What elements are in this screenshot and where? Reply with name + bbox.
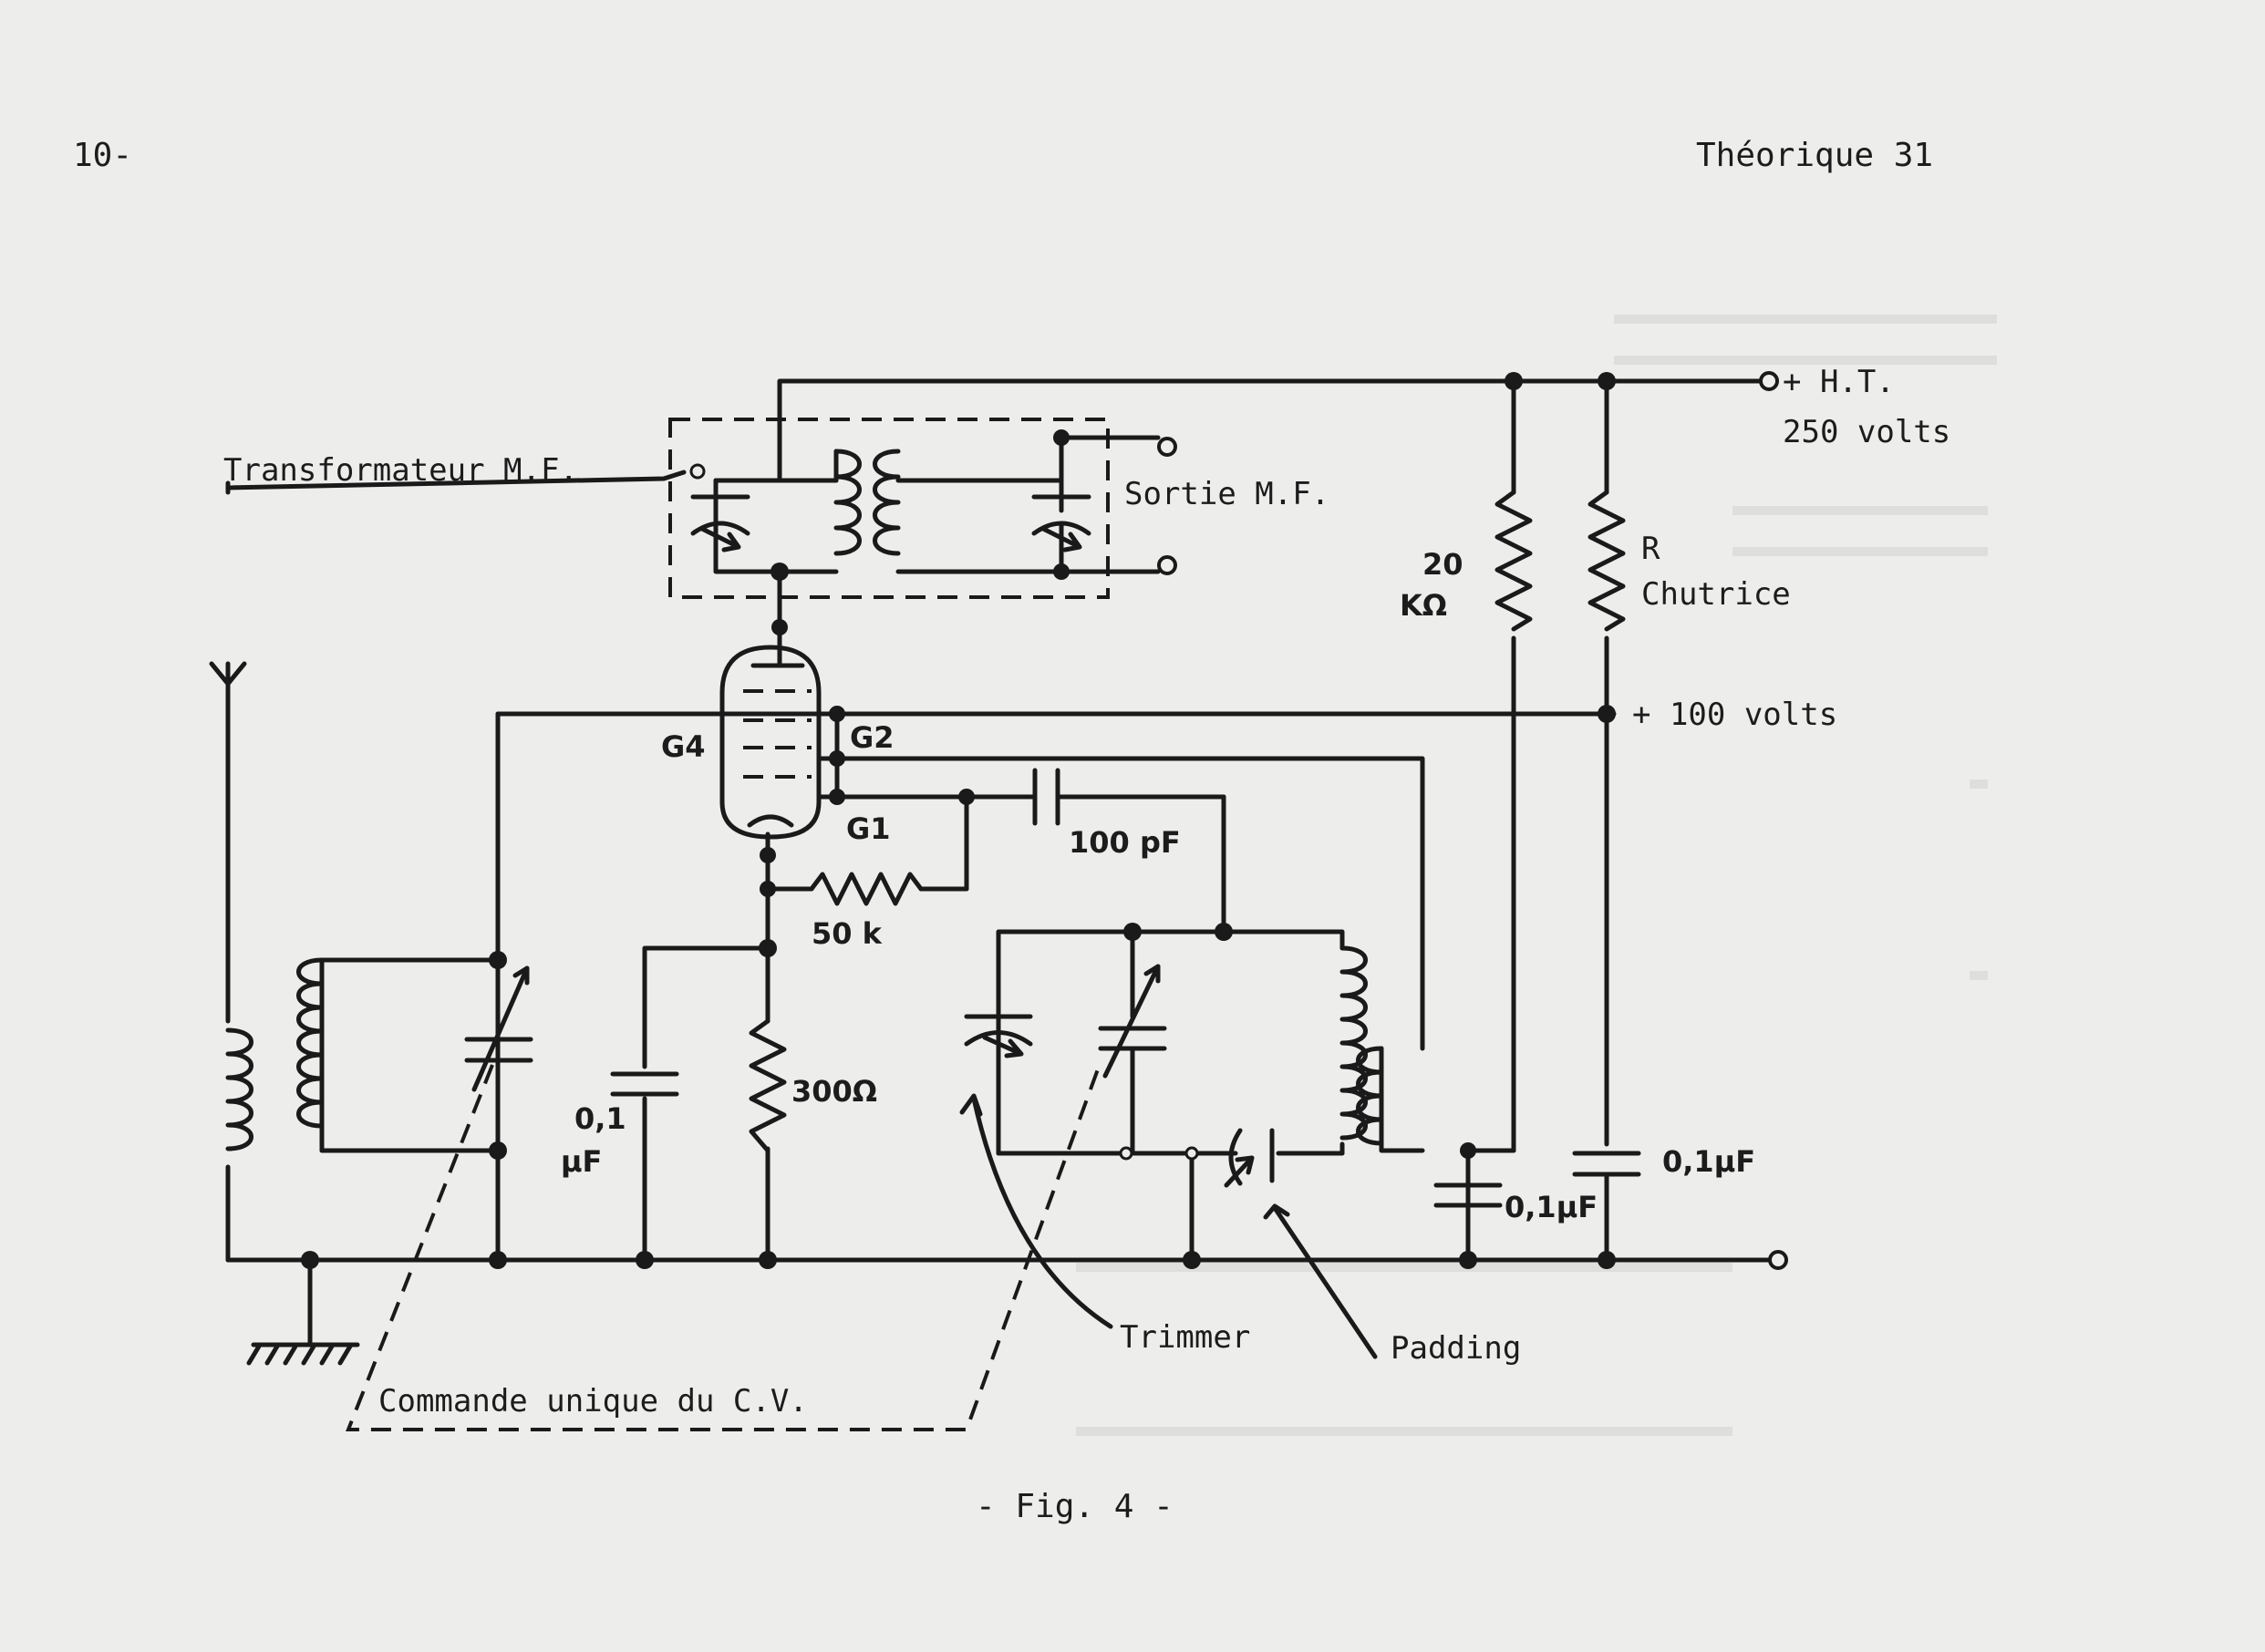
capacitor-decoupling-right — [1572, 1151, 1641, 1263]
dropping-resistor-label: R — [1641, 531, 1660, 567]
capacitor-decoupling-mid — [1433, 1148, 1503, 1263]
page-number: 10- — [73, 137, 133, 174]
section-header: Théorique 31 — [1696, 137, 1934, 174]
ht-label: + H.T. — [1783, 364, 1895, 400]
ht-volts-label: 250 volts — [1783, 414, 1950, 450]
res-50k-label: 50 k — [812, 916, 883, 951]
tuning-capacitor-input — [464, 965, 533, 1092]
g2-label: G2 — [850, 720, 895, 755]
res-20k-value: 20 — [1422, 547, 1463, 582]
reaction-coil — [1356, 1046, 1384, 1146]
padding-capacitor — [1224, 1128, 1275, 1188]
ground-terminal — [1768, 1250, 1788, 1270]
cap-mid-label: 0,1μF — [1505, 1190, 1598, 1224]
cap-right-label: 0,1μF — [1662, 1144, 1755, 1179]
labels: Transformateur M.F. Sortie M.F. + H.T. 2… — [223, 364, 1950, 1420]
cap-100pf-label: 100 pF — [1069, 825, 1181, 860]
gang-link — [346, 1064, 1101, 1431]
figure-caption: - Fig. 4 - — [976, 1488, 1174, 1525]
input-coil — [296, 957, 325, 1130]
res-300-label: 300Ω — [791, 1074, 877, 1109]
if-secondary-coil — [873, 449, 901, 556]
if-transformer-label: Transformateur M.F. — [223, 452, 578, 489]
ground-icon — [246, 1342, 360, 1366]
junction-open-1 — [1119, 1146, 1133, 1161]
if-transformer-can — [668, 418, 1110, 599]
cap-bypass-unit: μF — [561, 1144, 602, 1179]
g1-label: G1 — [846, 811, 891, 846]
dropping-resistor-name: Chutrice — [1641, 576, 1791, 613]
trimmer-label: Trimmer — [1120, 1319, 1250, 1356]
output-terminal-top — [1157, 437, 1177, 457]
output-terminal-bottom — [1157, 555, 1177, 575]
leader-lines — [225, 463, 1378, 1359]
padding-label: Padding — [1391, 1330, 1521, 1367]
resistor-300 — [749, 1018, 787, 1153]
if-primary-trimmer — [690, 494, 750, 552]
bleed-through-lines — [1076, 315, 1997, 1436]
junction-open-2 — [1184, 1146, 1199, 1161]
res-20k-unit: KΩ — [1400, 588, 1447, 623]
tuning-capacitor-oscillator — [1098, 964, 1167, 1079]
if-output-label: Sortie M.F. — [1124, 476, 1329, 512]
resistor-chutrice — [1588, 490, 1626, 632]
g4-label: G4 — [661, 729, 706, 764]
oscillator-coil — [1339, 945, 1368, 1141]
plus-100-label: + 100 volts — [1632, 697, 1837, 733]
antenna-coil — [225, 1027, 253, 1151]
antenna — [209, 661, 247, 687]
gang-control-label: Commande unique du C.V. — [378, 1383, 808, 1420]
vacuum-tube — [719, 645, 840, 840]
resistor-20k — [1494, 490, 1533, 632]
capacitor-cathode-bypass — [610, 1071, 679, 1097]
if-primary-coil — [833, 449, 862, 556]
ht-terminal — [1759, 371, 1779, 391]
capacitor-100pf — [1028, 768, 1079, 826]
junction-dots — [301, 372, 1616, 1269]
resistor-50k — [809, 872, 924, 906]
cap-bypass-value: 0,1 — [574, 1101, 626, 1136]
oscillator-trimmer — [964, 1014, 1033, 1058]
